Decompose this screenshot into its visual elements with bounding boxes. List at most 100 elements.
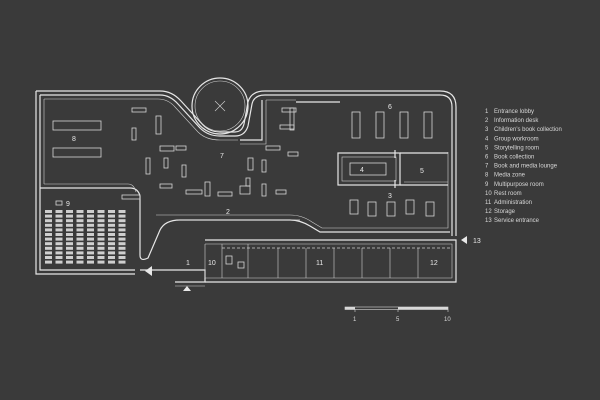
scale-bar: 1 5 10 (344, 306, 451, 323)
legend-label: Children's book collection (494, 127, 562, 133)
room-label-12: 12 (430, 260, 438, 267)
seat (108, 260, 115, 264)
seat (45, 214, 52, 218)
seat (55, 223, 63, 227)
seat (66, 228, 73, 232)
legend-number: 5 (485, 145, 489, 151)
legend-label: Book collection (494, 155, 534, 161)
seat (45, 228, 52, 232)
legend-number: 12 (485, 209, 492, 215)
room-label-10: 10 (208, 260, 216, 267)
seat (108, 246, 115, 250)
seat (108, 228, 115, 232)
seat (97, 219, 105, 223)
seat (76, 256, 84, 259)
seat (66, 246, 73, 250)
seat (55, 246, 63, 250)
seat (66, 256, 73, 259)
seat (87, 242, 94, 246)
seat (108, 210, 115, 213)
exterior-walls (35, 90, 457, 287)
seat (55, 228, 63, 232)
seat (55, 233, 63, 236)
legend-label: Storytelling room (494, 145, 539, 151)
scale-label-1: 1 (353, 317, 357, 323)
seat (45, 246, 52, 250)
seat (87, 210, 94, 213)
seat (87, 237, 94, 241)
seat (118, 251, 126, 255)
room-label-9: 9 (66, 201, 70, 208)
legend-number: 8 (485, 173, 489, 179)
room-labels: 1 2 3 4 5 6 7 8 9 10 11 12 13 (66, 104, 481, 267)
seat (45, 223, 52, 227)
seat (97, 223, 105, 227)
seat (118, 242, 126, 246)
seat (97, 237, 105, 241)
room-label-4: 4 (360, 167, 364, 174)
seat (108, 237, 115, 241)
legend-label: Entrance lobby (494, 109, 534, 115)
seat (76, 237, 84, 241)
seat (66, 260, 73, 264)
seat (45, 210, 52, 213)
entrance-arrow-icon (183, 286, 191, 291)
seat (87, 246, 94, 250)
seat (45, 256, 52, 259)
seat (45, 242, 52, 246)
seat (66, 210, 73, 213)
room-label-8: 8 (72, 136, 76, 143)
seat (55, 214, 63, 218)
seat (108, 233, 115, 236)
legend-label: Group workroom (494, 136, 539, 142)
seat (66, 219, 73, 223)
seat (108, 256, 115, 259)
seat (66, 237, 73, 241)
seat (76, 251, 84, 255)
seat (55, 256, 63, 259)
entrance-markers (145, 236, 467, 291)
seat (97, 256, 105, 259)
seat (108, 242, 115, 246)
seat (66, 233, 73, 236)
seat (118, 210, 126, 213)
seat (45, 260, 52, 264)
seat (76, 260, 84, 264)
legend-number: 9 (485, 182, 489, 188)
seat (87, 219, 94, 223)
seat (97, 210, 105, 213)
seat (55, 260, 63, 264)
legend-number: 1 (485, 109, 489, 115)
seat (118, 260, 126, 264)
legend-label: Administration (494, 200, 532, 206)
seat (76, 246, 84, 250)
seat (118, 219, 126, 223)
seat (118, 237, 126, 241)
room-label-13: 13 (473, 238, 481, 245)
seat (55, 242, 63, 246)
seat (76, 233, 84, 236)
seat (108, 219, 115, 223)
seat (66, 214, 73, 218)
legend-label: Multipurpose room (494, 182, 544, 188)
seat (76, 219, 84, 223)
seat (87, 233, 94, 236)
seat (66, 223, 73, 227)
legend-label: Rest room (494, 191, 522, 197)
seat (118, 223, 126, 227)
legend-number: 3 (485, 127, 489, 133)
round-tower (191, 77, 249, 135)
legend-number: 10 (485, 191, 492, 197)
seat (108, 223, 115, 227)
legend-number: 2 (485, 118, 489, 124)
seat (55, 251, 63, 255)
room-label-7: 7 (220, 153, 224, 160)
legend-number: 4 (485, 136, 489, 142)
seat (97, 251, 105, 255)
seat (118, 256, 126, 259)
seat (108, 214, 115, 218)
seat (87, 223, 94, 227)
seat (76, 242, 84, 246)
legend-label: Service entrance (494, 218, 540, 224)
